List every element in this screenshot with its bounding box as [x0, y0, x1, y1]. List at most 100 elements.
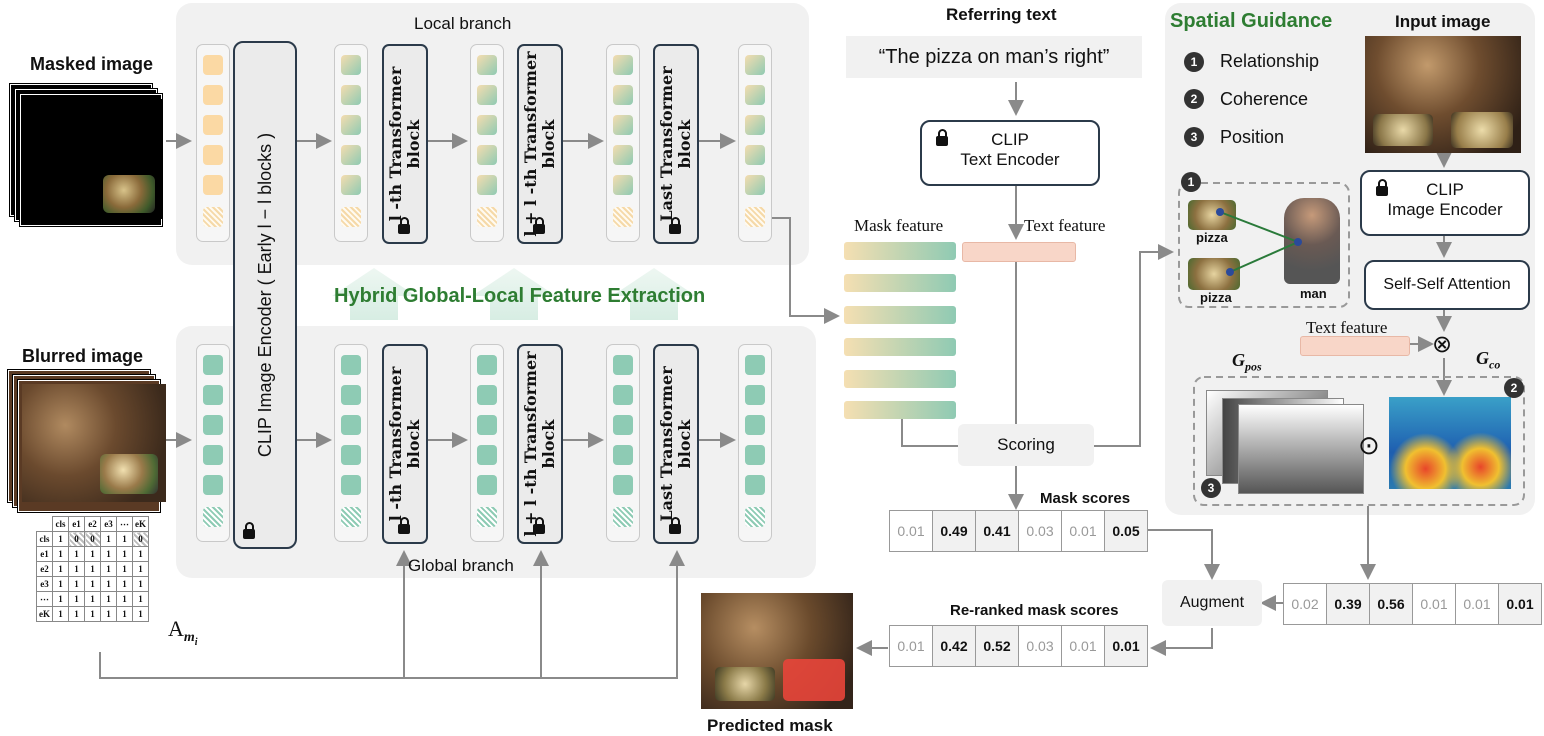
- mask-feature-bar: [844, 338, 956, 356]
- masked-image-label: Masked image: [30, 54, 154, 74]
- blurred-image: [22, 384, 166, 502]
- clip-image-encoder-early: CLIP Image Encoder ( Early l − l blocks …: [233, 41, 297, 549]
- reranked-scores-label: Re-ranked mask scores: [950, 602, 1119, 619]
- pizza-label-1: pizza: [1196, 230, 1228, 245]
- text-feature-bar-2: [1300, 336, 1410, 356]
- matrix-cell: 1: [52, 576, 69, 592]
- matrix-cell: 1: [52, 606, 69, 622]
- text-feature-bar: [962, 242, 1076, 262]
- score-cell: 0.01: [1456, 584, 1499, 624]
- matrix-cell: 1: [116, 591, 133, 607]
- local-input-tokens: [196, 44, 230, 242]
- scoring-box: Scoring: [958, 424, 1094, 466]
- matrix-cell: 1: [100, 606, 117, 622]
- g-pos-label: Gpos: [1232, 350, 1262, 374]
- matrix-cell: 1: [68, 561, 85, 577]
- lock-icon: [243, 522, 255, 539]
- guidance-number-2: 2: [1184, 89, 1204, 109]
- guidance-item-relationship: Relationship: [1220, 51, 1320, 71]
- matrix-cell: 0: [84, 531, 101, 547]
- matrix-cell: 1: [84, 606, 101, 622]
- matrix-row-label: e1: [36, 546, 53, 562]
- mask-feature-bar: [844, 370, 956, 388]
- matrix-cell: 1: [100, 546, 117, 562]
- matrix-header-cell: e2: [84, 516, 101, 532]
- matrix-cell: 1: [116, 531, 133, 547]
- score-cell: 0.01: [890, 626, 933, 666]
- matrix-cell: 1: [132, 546, 149, 562]
- global-tokens-2: [470, 344, 504, 542]
- mask-feature-bar: [844, 401, 956, 419]
- guidance-item-position: Position: [1220, 127, 1285, 147]
- matrix-cell: 1: [100, 591, 117, 607]
- global-tokens-4: [738, 344, 772, 542]
- matrix-header-cell: cls: [52, 516, 69, 532]
- self-self-attention-box: Self-Self Attention: [1364, 260, 1530, 310]
- matrix-cell: 1: [68, 576, 85, 592]
- score-cell: 0.05: [1105, 511, 1147, 551]
- clip-image-encoder-label: CLIP Image Encoder ( Early l − l blocks …: [255, 132, 275, 458]
- mask-feature-bar: [844, 242, 956, 260]
- masked-image: [25, 99, 163, 219]
- guidance-number-3: 3: [1184, 127, 1204, 147]
- matrix-cell: 0: [132, 531, 149, 547]
- score-cell: 0.01: [1062, 511, 1105, 551]
- matrix-cell: 1: [132, 576, 149, 592]
- lock-icon: [533, 217, 545, 234]
- otimes-symbol: ⊗: [1432, 331, 1453, 358]
- global-input-tokens: [196, 344, 230, 542]
- score-cell: 0.56: [1370, 584, 1413, 624]
- man-label: man: [1300, 286, 1327, 301]
- matrix-cell: 1: [100, 531, 117, 547]
- score-cell: 0.01: [1413, 584, 1456, 624]
- pizza-label-2: pizza: [1200, 290, 1232, 305]
- query-text: “The pizza on man’s right”: [878, 45, 1110, 68]
- lock-icon: [1376, 179, 1388, 196]
- local-tokens-2: [470, 44, 504, 242]
- score-cell: 0.49: [933, 511, 976, 551]
- score-cell: 0.03: [1019, 626, 1062, 666]
- matrix-cell: 1: [132, 606, 149, 622]
- clip-text-encoder: CLIP Text Encoder: [920, 120, 1100, 186]
- matrix-cell: 1: [84, 591, 101, 607]
- relationship-edges: [1216, 208, 1302, 276]
- badge-position: 3: [1201, 478, 1221, 498]
- score-cell: 0.01: [1062, 626, 1105, 666]
- hybrid-up-arrows: [332, 268, 696, 320]
- matrix-cell: 1: [116, 606, 133, 622]
- matrix-cell: 1: [52, 531, 69, 547]
- matrix-cell: 0: [68, 531, 85, 547]
- lock-icon: [669, 217, 681, 234]
- text-feature-label: Text feature: [1024, 216, 1106, 235]
- matrix-header-cell: eK: [132, 516, 149, 532]
- input-image-label: Input image: [1395, 12, 1491, 31]
- matrix-cell: 1: [84, 561, 101, 577]
- badge-coherence: 2: [1504, 378, 1524, 398]
- matrix-cell: 1: [68, 591, 85, 607]
- matrix-cell: 1: [84, 576, 101, 592]
- lock-icon: [669, 517, 681, 534]
- referring-text-title: Referring text: [946, 5, 1057, 24]
- score-cell: 0.41: [976, 511, 1019, 551]
- global-branch-title: Global branch: [408, 556, 514, 575]
- spatial-guidance-title: Spatial Guidance: [1170, 10, 1333, 32]
- score-cell: 0.42: [933, 626, 976, 666]
- mask-feature-bar: [844, 274, 956, 292]
- matrix-cell: 1: [100, 576, 117, 592]
- global-tokens-3: [606, 344, 640, 542]
- odot-symbol: ⊙: [1358, 430, 1380, 460]
- lock-icon: [398, 217, 410, 234]
- local-branch-title: Local branch: [414, 14, 512, 33]
- lock-icon: [936, 129, 948, 146]
- matrix-cell: 1: [52, 561, 69, 577]
- matrix-row-label: cls: [36, 531, 53, 547]
